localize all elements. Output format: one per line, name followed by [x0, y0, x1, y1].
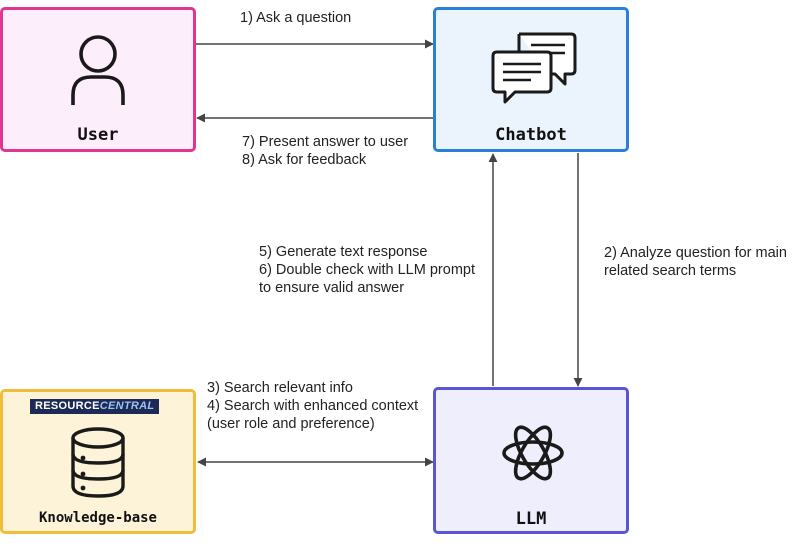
edge-label-ask-question: 1) Ask a question	[240, 9, 351, 27]
edge-label-line: (user role and preference)	[207, 416, 375, 432]
edge-label-search-info: 3) Search relevant info 4) Search with e…	[207, 379, 418, 433]
edge-label-analyze-question: 2) Analyze question for main related sea…	[604, 244, 787, 280]
logo-text-b: CENTRAL	[99, 400, 155, 412]
edge-label-line: 5) Generate text response	[259, 244, 428, 260]
edge-label-line: 6) Double check with LLM prompt	[259, 262, 475, 278]
user-icon	[71, 35, 125, 105]
chatbot-label: Chatbot	[495, 125, 567, 145]
edge-label-generate-response: 5) Generate text response 6) Double chec…	[259, 243, 475, 297]
edge-label-line: 8) Ask for feedback	[242, 152, 367, 168]
chatbot-node: Chatbot	[433, 7, 629, 152]
user-node: User	[0, 7, 196, 152]
resource-central-logo: RESOURCECENTRAL	[30, 399, 160, 414]
database-icon	[71, 427, 125, 498]
edge-label-line: 1) Ask a question	[240, 10, 352, 26]
chat-bubbles-icon	[491, 32, 577, 104]
llm-node: LLM	[433, 387, 629, 534]
edge-label-present-answer: 7) Present answer to user 8) Ask for fee…	[242, 133, 408, 169]
openai-logo-icon	[502, 425, 564, 481]
user-label: User	[77, 125, 119, 145]
knowledge-base-node: RESOURCECENTRAL Knowledge-base	[0, 389, 196, 534]
logo-text-a: RESOURCE	[35, 400, 100, 412]
knowledge-base-label: Knowledge-base	[38, 510, 157, 526]
edge-label-line: related search terms	[604, 263, 737, 279]
edge-label-line: 2) Analyze question for main	[604, 245, 787, 261]
edge-label-line: 7) Present answer to user	[242, 134, 409, 150]
edge-label-line: 3) Search relevant info	[207, 380, 353, 396]
edge-label-line: to ensure valid answer	[259, 280, 405, 296]
llm-label: LLM	[515, 509, 547, 529]
edge-label-line: 4) Search with enhanced context	[207, 398, 419, 414]
